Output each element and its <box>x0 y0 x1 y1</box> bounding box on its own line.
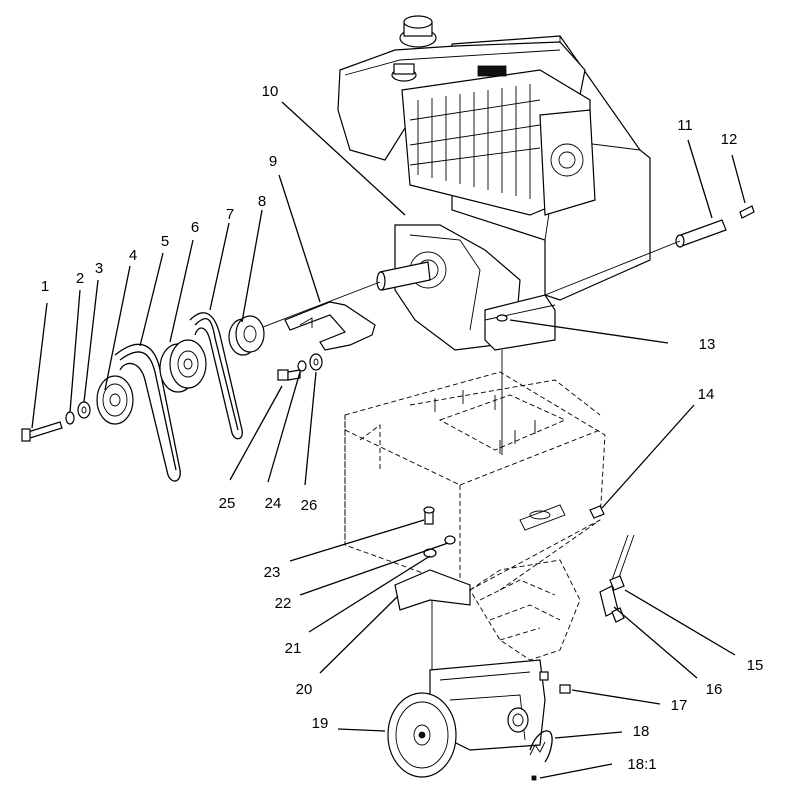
callout-17: 17 <box>671 697 688 714</box>
callout-14: 14 <box>698 386 715 403</box>
callout-9: 9 <box>269 153 277 170</box>
callout-21: 21 <box>285 640 302 657</box>
callout-13: 13 <box>699 336 716 353</box>
callout-19: 19 <box>312 715 329 732</box>
callout-23: 23 <box>264 564 281 581</box>
callout-12: 12 <box>721 131 738 148</box>
callout-3: 3 <box>95 260 103 277</box>
callout-15: 15 <box>747 657 764 674</box>
callout-6: 6 <box>191 219 199 236</box>
callout-25: 25 <box>219 495 236 512</box>
callout-7: 7 <box>226 206 234 223</box>
callout-4: 4 <box>129 247 137 264</box>
callout-16: 16 <box>706 681 723 698</box>
callout-26: 26 <box>301 497 318 514</box>
hardware <box>394 205 755 781</box>
engine-assembly <box>337 15 651 351</box>
callout-18-1: 18:1 <box>627 756 656 773</box>
callout-22: 22 <box>275 595 292 612</box>
callout-8: 8 <box>258 193 266 210</box>
callout-1: 1 <box>41 278 49 295</box>
callout-24: 24 <box>265 495 282 512</box>
callout-18: 18 <box>633 723 650 740</box>
drive-components <box>21 301 376 482</box>
leader-lines <box>31 101 746 779</box>
callout-5: 5 <box>161 233 169 250</box>
frame-assembly <box>344 371 606 600</box>
callout-11: 11 <box>677 117 693 134</box>
callout-2: 2 <box>76 270 84 287</box>
callout-20: 20 <box>296 681 313 698</box>
auger-housing <box>469 559 581 661</box>
callout-labels: 1 2 3 4 5 6 7 8 9 10 11 12 13 14 15 16 1… <box>41 83 764 773</box>
callout-10: 10 <box>262 83 279 100</box>
gear-case <box>387 659 546 778</box>
